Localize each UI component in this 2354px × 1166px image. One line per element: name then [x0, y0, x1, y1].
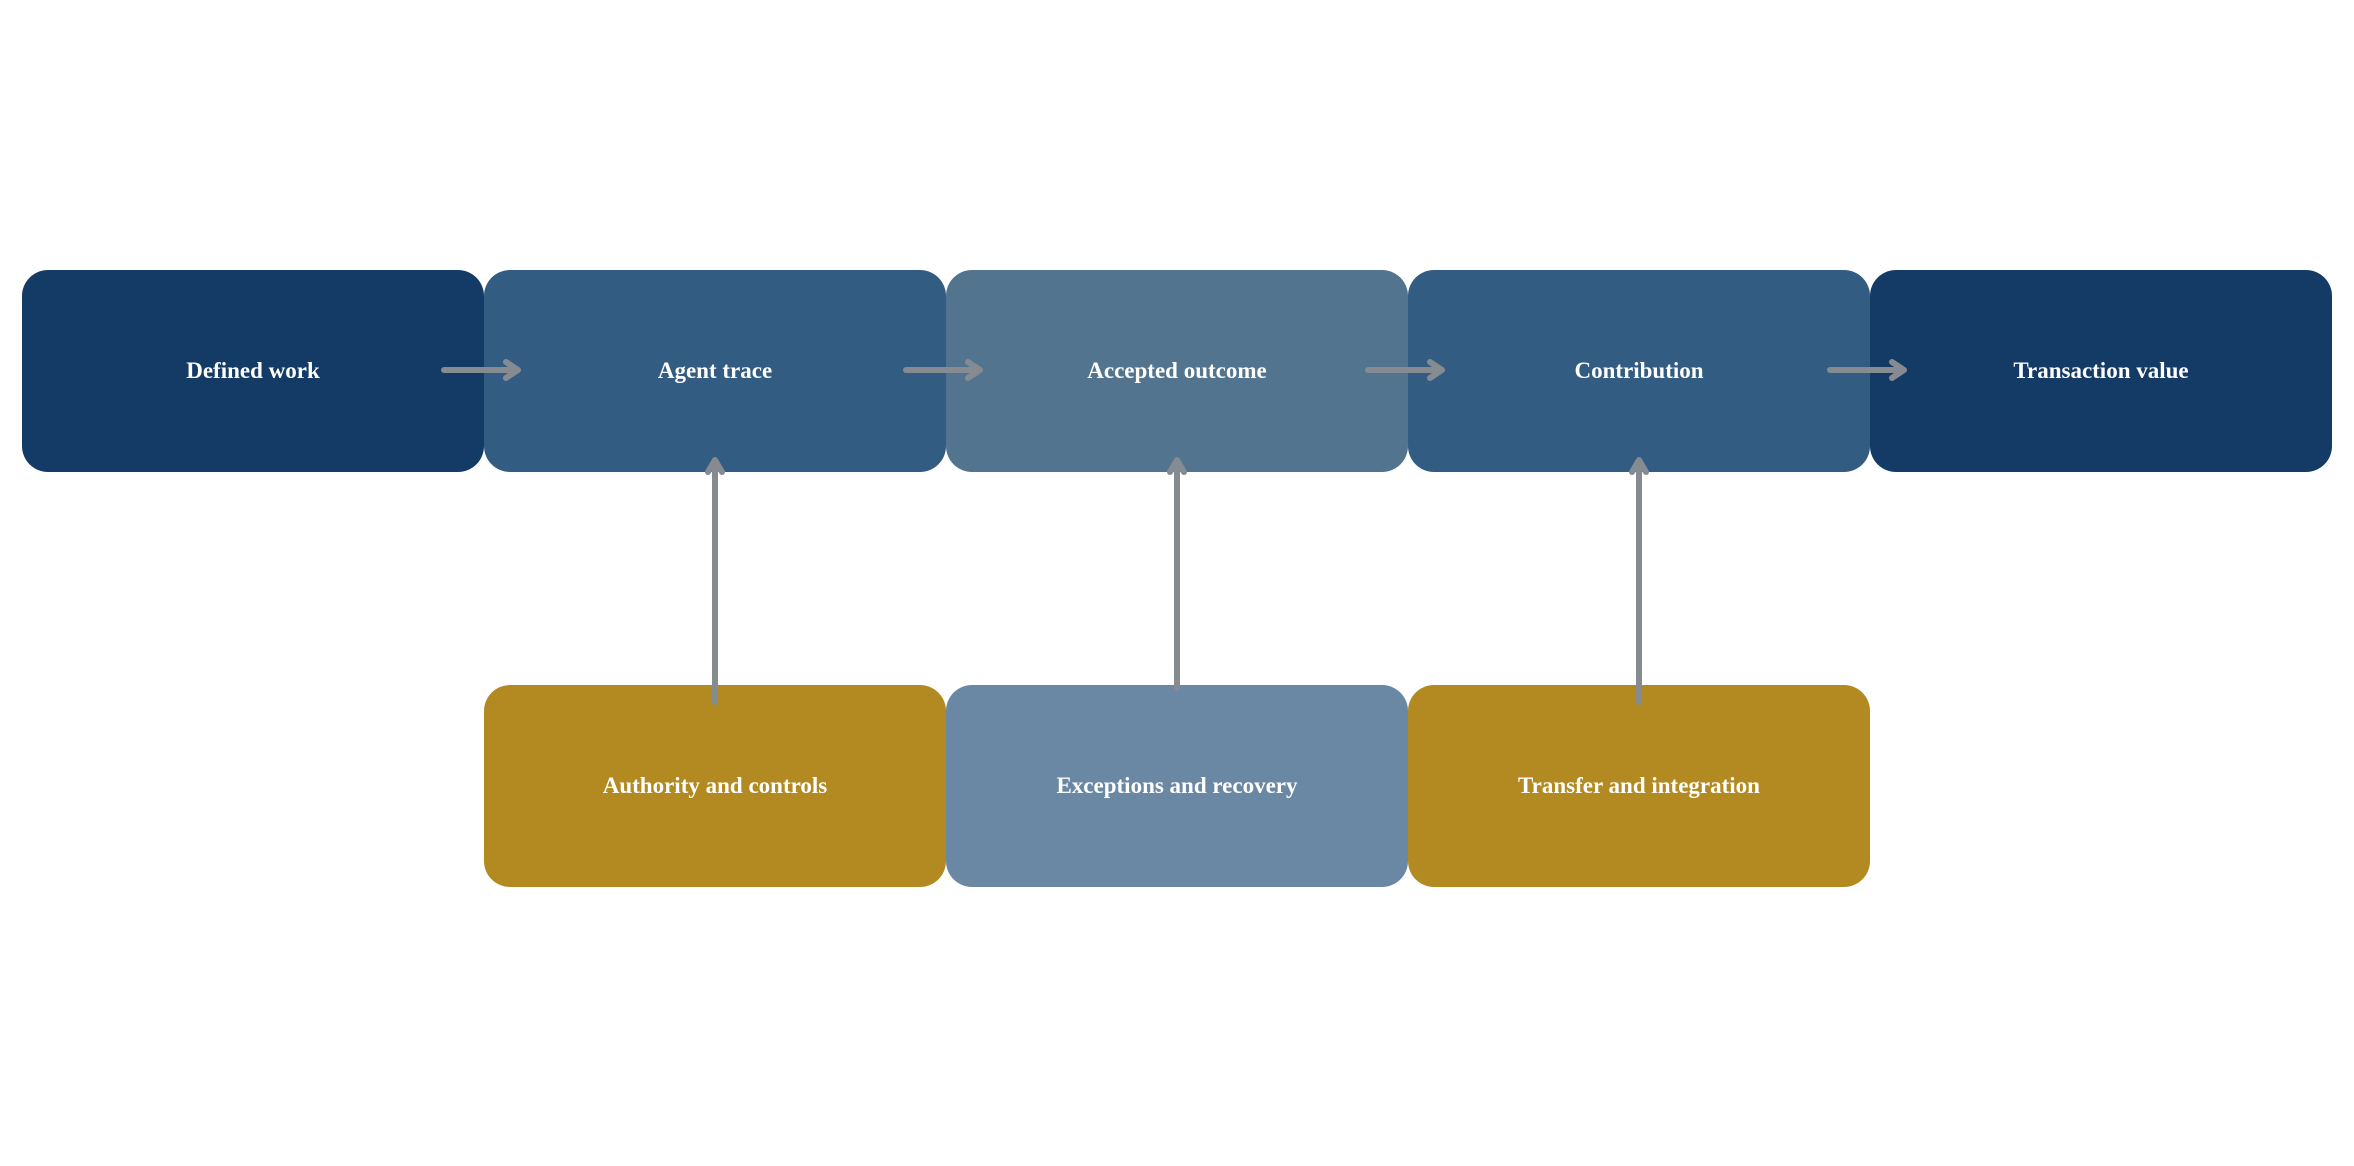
box-authority-and-controls-label: Authority and controls [602, 773, 828, 798]
box-agent-trace-label: Agent trace [657, 358, 773, 383]
box-transaction-value-label: Transaction value [2013, 358, 2189, 383]
box-transfer-and-integration-label: Transfer and integration [1518, 773, 1760, 798]
box-defined-work-label: Defined work [186, 358, 320, 383]
box-defined-work: Defined work [22, 270, 484, 472]
box-contribution: Contribution [1408, 270, 1870, 472]
box-transfer-and-integration: Transfer and integration [1408, 685, 1870, 887]
box-exceptions-and-recovery-label: Exceptions and recovery [1056, 773, 1298, 798]
box-agent-trace: Agent trace [484, 270, 946, 472]
box-transaction-value: Transaction value [1870, 270, 2332, 472]
box-authority-and-controls: Authority and controls [484, 685, 946, 887]
box-accepted-outcome: Accepted outcome [946, 270, 1408, 472]
box-contribution-label: Contribution [1574, 358, 1704, 383]
box-exceptions-and-recovery: Exceptions and recovery [946, 685, 1408, 887]
box-accepted-outcome-label: Accepted outcome [1087, 358, 1267, 383]
